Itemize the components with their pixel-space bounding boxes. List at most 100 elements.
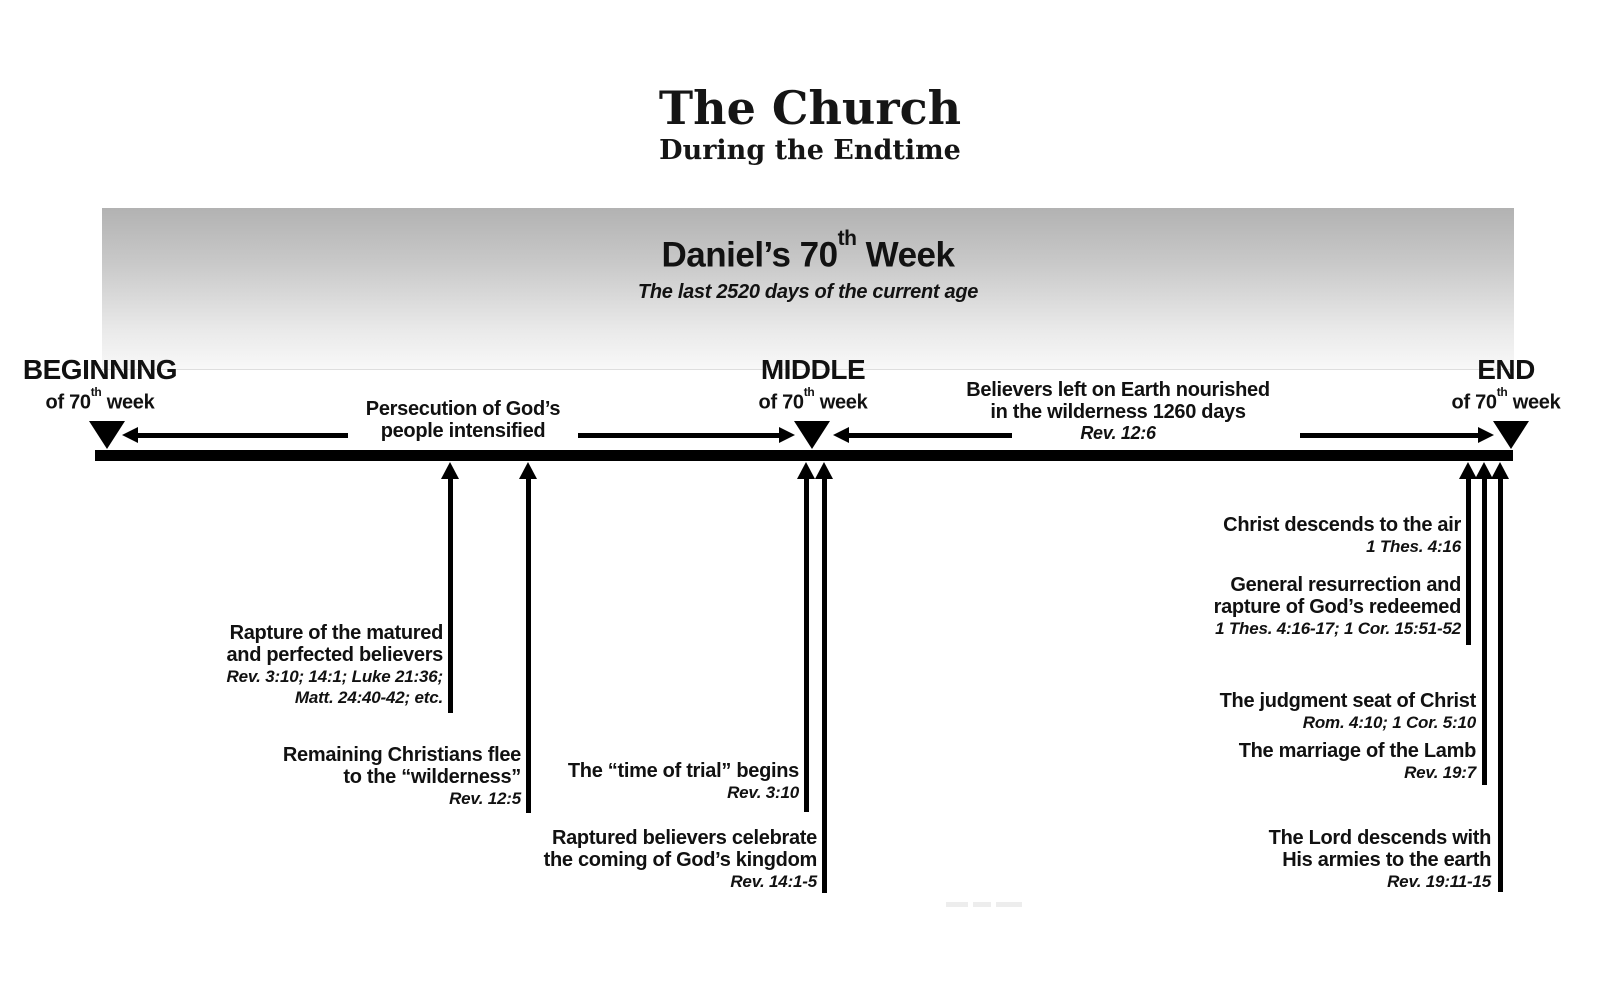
event-title-line: Rapture of the matured (229, 622, 444, 644)
event-ref-line: Rom. 4:10; 1 Cor. 5:10 (1302, 713, 1476, 732)
event-title-line: Christ descends to the air (1223, 514, 1461, 536)
event-ref-line: Matt. 24:40-42; etc. (294, 688, 443, 707)
watermark-remnant (946, 902, 968, 907)
end-marker-triangle-icon (1493, 421, 1529, 449)
event-title-line: Remaining Christians flee (282, 744, 521, 766)
marker-end-sub-post: week (1507, 391, 1561, 414)
event-raptured-celebrate: Raptured believers celebrate the coming … (543, 827, 818, 892)
arrow-shaft (525, 477, 531, 813)
arrow-rapture-matured-icon (441, 462, 459, 713)
event-ref-line: Rev. 19:11-15 (1387, 872, 1491, 891)
arrowhead-icon (122, 427, 138, 443)
banner-subheading: The last 2520 days of the current age (637, 280, 979, 303)
arrow-shaft (1465, 477, 1471, 645)
arrow-judgment-marriage-icon (1475, 462, 1493, 785)
event-title-line: The Lord descends with (1268, 827, 1492, 849)
event-title-line: The “time of trial” begins (567, 760, 799, 782)
arrowhead-icon (797, 462, 815, 479)
arrowhead-icon (779, 427, 795, 443)
arrow-lord-descends-icon (1491, 462, 1509, 892)
watermark-remnant (973, 902, 991, 907)
arrow-shaft (846, 433, 1012, 438)
event-title-line: His armies to the earth (1282, 849, 1491, 871)
event-title-line: The judgment seat of Christ (1219, 690, 1477, 712)
arrow-raptured-celebrate-icon (815, 462, 833, 893)
marker-middle-sub-post: week (814, 391, 868, 414)
event-title-line: Raptured believers celebrate (551, 827, 817, 849)
event-general-resurrection: General resurrection and rapture of God’… (1213, 574, 1462, 639)
marker-end-sub-sup: th (1496, 384, 1508, 399)
marker-middle: MIDDLE of 70th week (759, 355, 868, 415)
arrow-christ-descends-icon (1459, 462, 1477, 645)
marker-middle-sub-pre: of 70 (758, 391, 804, 414)
watermark-remnant (996, 902, 1022, 907)
marker-middle-label: MIDDLE (760, 354, 866, 385)
believers-span-label: Believers left on Earth nourished in the… (966, 379, 1270, 444)
persecution-span-label: Persecution of God’s people intensified (365, 398, 561, 442)
event-title-line: and perfected believers (226, 644, 443, 666)
marker-beginning-sub-sup: th (90, 384, 102, 399)
banner-heading-post: Week (856, 235, 955, 275)
middle-marker-triangle-icon (794, 421, 830, 449)
believers-line-1: Believers left on Earth nourished (966, 379, 1270, 401)
arrow-time-of-trial-icon (797, 462, 815, 812)
banner-heading: Daniel’s 70th Week (102, 227, 1514, 277)
title-main: The Church (658, 81, 962, 135)
arrowhead-icon (833, 427, 849, 443)
timeline-bar (95, 450, 1513, 461)
event-title-line: the coming of God’s kingdom (543, 849, 818, 871)
arrow-shaft (578, 433, 782, 438)
marker-end-sub-pre: of 70 (1451, 391, 1497, 414)
event-title-line: The marriage of the Lamb (1238, 740, 1477, 762)
arrow-shaft (1300, 433, 1481, 438)
event-ref-line: Rev. 14:1-5 (730, 872, 817, 891)
persecution-right-arrow-icon (578, 427, 795, 443)
persecution-line-1: Persecution of God’s (365, 398, 561, 420)
arrowhead-icon (1475, 462, 1493, 479)
event-ref-line: Rev. 3:10 (727, 783, 799, 802)
event-title-line: General resurrection and (1230, 574, 1461, 596)
arrow-shaft (821, 477, 827, 893)
event-title-line: rapture of God’s redeemed (1213, 596, 1462, 618)
event-rapture-matured: Rapture of the matured and perfected bel… (226, 622, 443, 708)
marker-end-label: END (1477, 354, 1535, 385)
arrow-shaft (1481, 477, 1487, 785)
event-ref-line: Rev. 19:7 (1404, 763, 1476, 782)
arrow-shaft (135, 433, 348, 438)
event-ref-line: Rev. 12:5 (449, 789, 521, 808)
marker-beginning-label: BEGINNING (22, 354, 178, 385)
marker-beginning: BEGINNING of 70th week (22, 354, 178, 415)
arrowhead-icon (441, 462, 459, 479)
marker-middle-sublabel: of 70th week (759, 385, 868, 415)
event-title-line: to the “wilderness” (343, 766, 521, 788)
event-marriage-lamb: The marriage of the Lamb Rev. 19:7 (1238, 740, 1477, 783)
event-ref-line: 1 Thes. 4:16 (1366, 537, 1461, 556)
arrowhead-icon (815, 462, 833, 479)
marker-end-sublabel: of 70th week (1452, 385, 1561, 415)
arrowhead-icon (1459, 462, 1477, 479)
event-judgment-seat: The judgment seat of Christ Rom. 4:10; 1… (1219, 690, 1477, 733)
persecution-line-2: people intensified (380, 420, 546, 442)
arrowhead-icon (1478, 427, 1494, 443)
event-lord-descends-earth: The Lord descends with His armies to the… (1268, 827, 1492, 892)
marker-beginning-sub-post: week (101, 391, 155, 414)
believers-line-2: in the wilderness 1260 days (990, 401, 1246, 423)
believers-right-arrow-icon (1300, 427, 1494, 443)
arrowhead-icon (519, 462, 537, 479)
title-subtitle: During the Endtime (659, 135, 961, 166)
beginning-marker-triangle-icon (89, 421, 125, 449)
marker-end: END of 70th week (1452, 355, 1561, 415)
banner-heading-pre: Daniel’s 70 (661, 235, 839, 275)
persecution-left-arrow-icon (122, 427, 348, 443)
daniels-week-banner: Daniel’s 70th Week The last 2520 days of… (102, 208, 1514, 370)
marker-beginning-sublabel: of 70th week (23, 385, 177, 415)
event-ref-line: 1 Thes. 4:16-17; 1 Cor. 15:51-52 (1215, 619, 1461, 638)
arrow-christians-flee-icon (519, 462, 537, 813)
event-christ-descends-air: Christ descends to the air 1 Thes. 4:16 (1223, 514, 1461, 557)
believers-left-arrow-icon (833, 427, 1012, 443)
marker-beginning-sub-pre: of 70 (45, 391, 91, 414)
arrowhead-icon (1491, 462, 1509, 479)
page-title: The Church During the Endtime (659, 82, 961, 168)
arrow-shaft (447, 477, 453, 713)
